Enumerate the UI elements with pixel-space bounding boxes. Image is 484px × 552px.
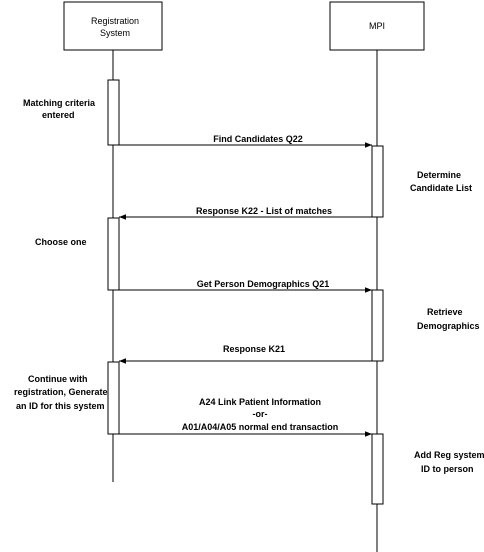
registration-activation-3 bbox=[107, 361, 120, 435]
note-determine-line2: Candidate List bbox=[410, 183, 472, 193]
note-matching-criteria-line1: Matching criteria bbox=[23, 98, 96, 108]
mpi-activation-2 bbox=[371, 289, 384, 362]
registration-activation-1 bbox=[107, 79, 120, 146]
get-person-demographics-label: Get Person Demographics Q21 bbox=[197, 279, 330, 289]
note-retrieve-line1: Retrieve bbox=[427, 307, 463, 317]
note-retrieve-line2: Demographics bbox=[417, 321, 480, 331]
note-choose-one: Choose one bbox=[35, 237, 87, 247]
note-matching-criteria-line2: entered bbox=[42, 110, 75, 120]
registration-system-label-line1: Registration bbox=[91, 16, 139, 26]
a24-label-line1: A24 Link Patient Information bbox=[199, 397, 321, 407]
registration-activation-2 bbox=[107, 217, 120, 291]
note-continue-line2: registration, Generate bbox=[14, 387, 108, 397]
note-add-reg-line1: Add Reg system bbox=[414, 450, 484, 460]
mpi-activation-1 bbox=[371, 145, 384, 218]
a24-label-line2: -or- bbox=[253, 409, 268, 419]
response-k22-label: Response K22 - List of matches bbox=[196, 206, 332, 216]
note-continue-line1: Continue with bbox=[28, 374, 88, 384]
registration-system-box bbox=[63, 1, 163, 51]
a24-label-line3: A01/A04/A05 normal end transaction bbox=[182, 422, 339, 432]
mpi-box bbox=[329, 1, 425, 51]
mpi-label: MPI bbox=[369, 21, 385, 31]
mpi-activation-3 bbox=[371, 433, 384, 505]
note-add-reg-line2: ID to person bbox=[421, 464, 474, 474]
note-continue-line3: an ID for this system bbox=[16, 401, 105, 411]
response-k21-label: Response K21 bbox=[223, 344, 285, 354]
find-candidates-label: Find Candidates Q22 bbox=[213, 134, 303, 144]
registration-system-label-line2: System bbox=[100, 28, 130, 38]
note-determine-line1: Determine bbox=[417, 170, 461, 180]
